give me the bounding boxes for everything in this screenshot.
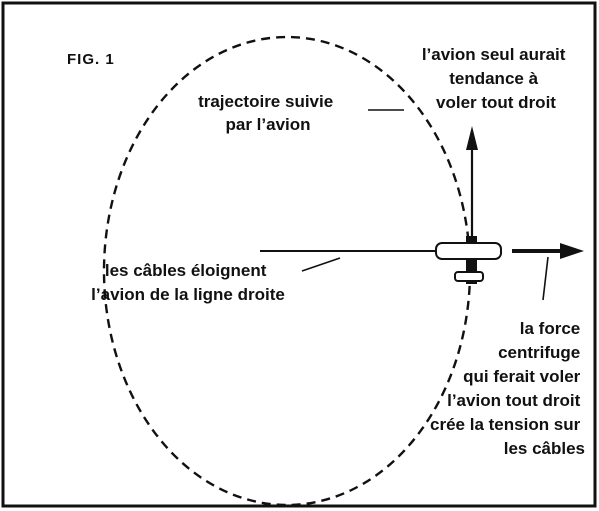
centrifugal-leader-line bbox=[542, 256, 549, 301]
figure-title: FIG. 1 bbox=[67, 51, 115, 68]
centrifugal-label-line-6: les câbles bbox=[504, 439, 585, 458]
straight-flight-arrow bbox=[466, 126, 478, 238]
cables-label-line-1: les câbles éloignent bbox=[105, 261, 267, 280]
centrifugal-label-line-5: crée la tension sur bbox=[430, 415, 581, 434]
airplane-icon bbox=[435, 236, 502, 284]
plane-alone-label-line-1: l’avion seul aurait bbox=[422, 45, 566, 64]
trajectory-label-line-1: trajectoire suivie bbox=[198, 92, 333, 111]
centrifugal-label-line-1: la force bbox=[520, 319, 580, 338]
centrifugal-force-label: la force centrifuge qui ferait voler l’a… bbox=[430, 319, 585, 458]
trajectory-label-line-2: par l’avion bbox=[225, 115, 310, 134]
cables-label: les câbles éloignent l’avion de la ligne… bbox=[91, 261, 285, 304]
plane-alone-label-line-3: voler tout droit bbox=[436, 93, 556, 112]
centrifugal-label-line-3: qui ferait voler bbox=[463, 367, 581, 386]
plane-alone-label: l’avion seul aurait tendance à voler tou… bbox=[422, 45, 570, 112]
cables-label-line-2: l’avion de la ligne droite bbox=[91, 285, 285, 304]
centrifugal-label-line-4: l’avion tout droit bbox=[447, 391, 580, 410]
centrifugal-label-line-2: centrifuge bbox=[498, 343, 580, 362]
plane-alone-label-line-2: tendance à bbox=[449, 69, 538, 88]
centrifugal-force-arrow bbox=[512, 243, 584, 259]
trajectory-label: trajectoire suivie par l’avion bbox=[198, 92, 338, 134]
cables-leader-line bbox=[301, 257, 341, 272]
